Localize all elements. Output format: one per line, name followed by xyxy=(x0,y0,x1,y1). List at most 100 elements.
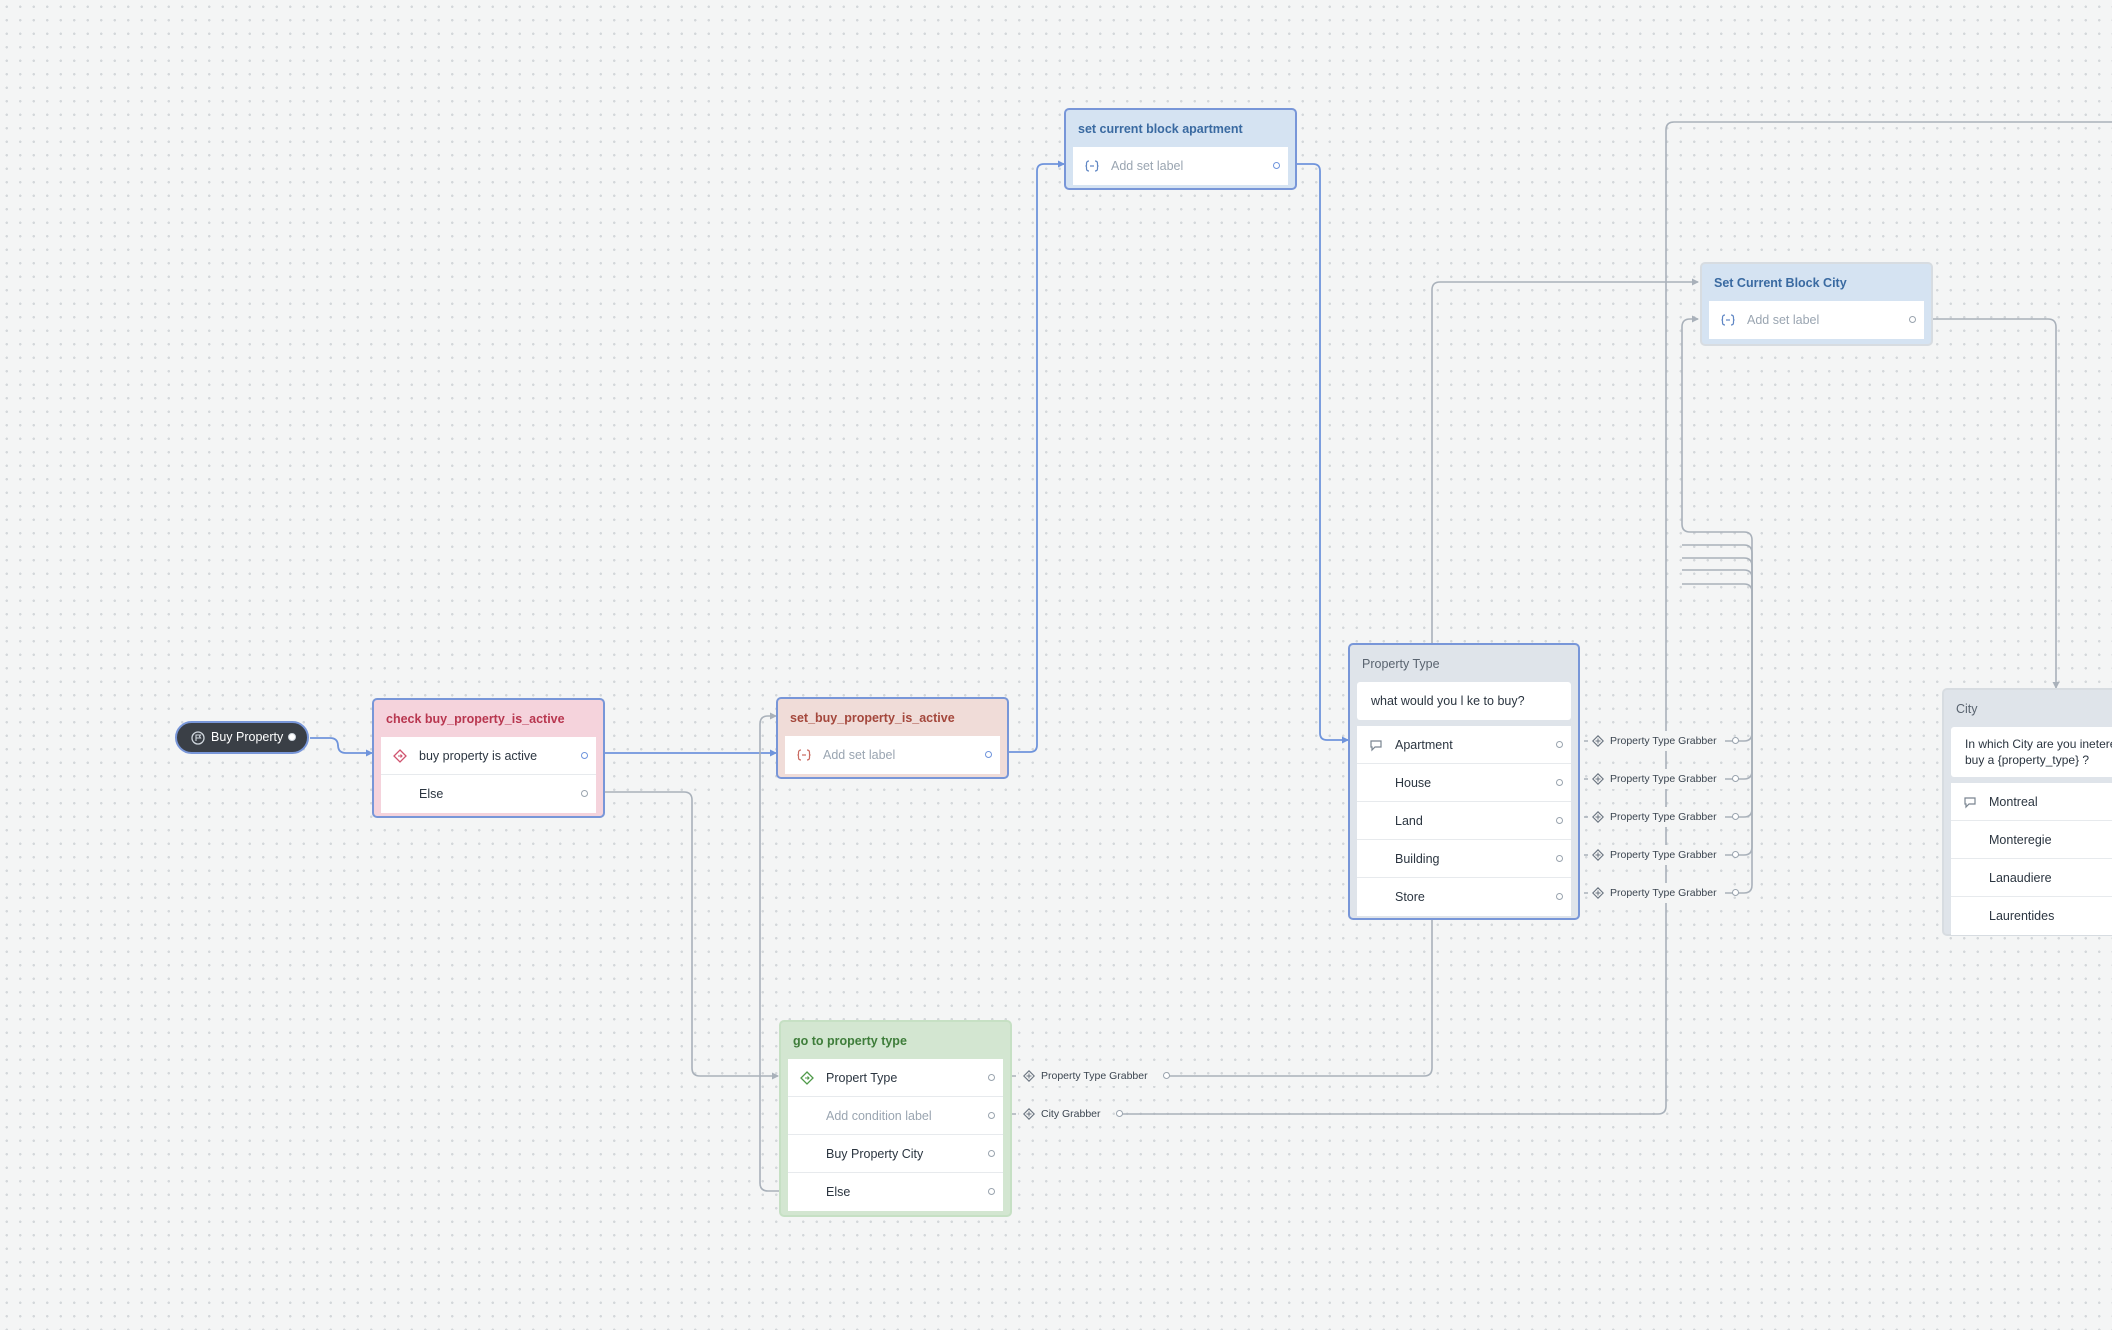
set-label-placeholder: Add set label xyxy=(1747,313,1820,327)
chat-bubble-icon xyxy=(1370,740,1382,752)
property-type-grabber-chip[interactable]: Property Type Grabber xyxy=(1588,845,1739,865)
choice-house[interactable]: House xyxy=(1357,764,1571,802)
question-line-2: buy a {property_type} ? xyxy=(1965,753,2090,767)
question-node-property-type[interactable]: Property Type what would you l ke to buy… xyxy=(1348,643,1580,920)
set-label-row[interactable]: Add set label xyxy=(1709,301,1924,339)
node-title: check buy_property_is_active xyxy=(386,712,565,726)
choice-label: Laurentides xyxy=(1989,909,2055,923)
choice-label: Monteregie xyxy=(1989,833,2052,847)
output-port[interactable] xyxy=(1162,1072,1170,1079)
output-port[interactable] xyxy=(1273,162,1280,169)
node-title: Set Current Block City xyxy=(1714,276,1847,290)
intent-icon xyxy=(1023,1108,1035,1120)
output-port[interactable] xyxy=(581,752,588,759)
choice-list: Apartment House Land Building Store xyxy=(1357,726,1571,916)
else-label: Else xyxy=(419,787,444,801)
intent-icon xyxy=(1592,735,1604,747)
output-port[interactable] xyxy=(1731,737,1739,744)
condition-label: Propert Type xyxy=(826,1071,898,1085)
node-title: Property Type xyxy=(1362,657,1440,671)
choice-land[interactable]: Land xyxy=(1357,802,1571,840)
condition-node-go-to-property-type[interactable]: go to property type Propert Type Add con… xyxy=(779,1020,1012,1217)
flag-icon xyxy=(191,731,205,745)
else-label: Else xyxy=(826,1185,851,1199)
choice-label: Land xyxy=(1395,814,1423,828)
wire-start-to-check xyxy=(310,737,373,757)
condition-row[interactable]: buy property is active xyxy=(381,737,596,775)
property-type-grabber-chip[interactable]: Property Type Grabber xyxy=(1588,731,1739,751)
set-node-current-block-apartment[interactable]: set current block apartment Add set labe… xyxy=(1064,108,1297,190)
output-port[interactable] xyxy=(1556,817,1563,824)
intent-icon xyxy=(1592,887,1604,899)
set-label-row[interactable]: Add set label xyxy=(1073,147,1288,185)
property-type-grabber-chip[interactable]: Property Type Grabber xyxy=(1588,883,1739,903)
variable-icon xyxy=(797,749,811,761)
city-grabber-chip[interactable]: City Grabber xyxy=(1019,1104,1123,1124)
question-message[interactable]: In which City are you ineterest buy a {p… xyxy=(1951,727,2112,777)
choice-lanaudiere[interactable]: Lanaudiere xyxy=(1951,859,2112,897)
wire-set-active-to-set-apartment xyxy=(1000,160,1065,753)
property-type-grabber-chip[interactable]: Property Type Grabber xyxy=(1019,1066,1170,1086)
condition-label: Buy Property City xyxy=(826,1147,924,1161)
choice-building[interactable]: Building xyxy=(1357,840,1571,878)
output-port[interactable] xyxy=(988,1150,995,1157)
choice-montreal[interactable]: Montreal xyxy=(1951,783,2112,821)
else-row[interactable]: Else xyxy=(381,775,596,813)
output-port[interactable] xyxy=(1556,893,1563,900)
chip-label: Property Type Grabber xyxy=(1610,773,1717,785)
condition-row-buy-property-city[interactable]: Buy Property City xyxy=(788,1135,1003,1173)
chip-label: Property Type Grabber xyxy=(1610,811,1717,823)
node-title: go to property type xyxy=(793,1034,907,1048)
set-label-row[interactable]: Add set label xyxy=(785,736,1000,774)
intent-icon xyxy=(1592,773,1604,785)
output-port[interactable] xyxy=(1731,775,1739,782)
chip-label: Property Type Grabber xyxy=(1041,1070,1148,1082)
output-port[interactable] xyxy=(988,1112,995,1119)
output-port[interactable] xyxy=(985,751,992,758)
output-port[interactable] xyxy=(1556,855,1563,862)
start-node-buy-property[interactable]: Buy Property xyxy=(175,721,309,754)
output-port[interactable] xyxy=(1556,779,1563,786)
output-port[interactable] xyxy=(1115,1110,1123,1117)
wire-property-grabber-to-property-type xyxy=(1164,912,1433,1077)
condition-row-propert-type[interactable]: Propert Type xyxy=(788,1059,1003,1097)
output-port[interactable] xyxy=(288,733,296,741)
output-port[interactable] xyxy=(1909,316,1916,323)
node-title: set_buy_property_is_active xyxy=(790,711,955,725)
output-port[interactable] xyxy=(1556,741,1563,748)
output-port[interactable] xyxy=(1731,889,1739,896)
property-type-grabber-chip[interactable]: Property Type Grabber xyxy=(1588,769,1739,789)
choice-laurentides[interactable]: Laurentides xyxy=(1951,897,2112,935)
output-port[interactable] xyxy=(581,790,588,797)
node-title: set current block apartment xyxy=(1078,122,1243,136)
set-node-current-block-city[interactable]: Set Current Block City Add set label xyxy=(1700,262,1933,346)
intent-icon xyxy=(1592,849,1604,861)
output-port[interactable] xyxy=(988,1074,995,1081)
condition-node-check-active[interactable]: check buy_property_is_active buy propert… xyxy=(372,698,605,818)
condition-label-placeholder: Add condition label xyxy=(826,1109,932,1123)
choice-label: House xyxy=(1395,776,1432,790)
intent-icon xyxy=(1023,1070,1035,1082)
wire-set-city-to-city xyxy=(1922,318,2060,689)
output-port[interactable] xyxy=(1731,851,1739,858)
wire-set-apartment-to-property-type xyxy=(1290,163,1349,744)
intent-icon xyxy=(1592,811,1604,823)
choice-monteregie[interactable]: Monteregie xyxy=(1951,821,2112,859)
property-type-grabber-chip[interactable]: Property Type Grabber xyxy=(1588,807,1739,827)
output-port[interactable] xyxy=(988,1188,995,1195)
question-node-city[interactable]: City In which City are you ineterest buy… xyxy=(1942,688,2112,936)
condition-row-placeholder[interactable]: Add condition label xyxy=(788,1097,1003,1135)
choice-list: Montreal Monteregie Lanaudiere Laurentid… xyxy=(1951,783,2112,935)
chip-label: City Grabber xyxy=(1041,1108,1101,1120)
choice-apartment[interactable]: Apartment xyxy=(1357,726,1571,764)
question-message[interactable]: what would you l ke to buy? xyxy=(1357,682,1571,720)
wire-city-grabber-route xyxy=(1120,121,2112,1115)
set-label-placeholder: Add set label xyxy=(1111,159,1184,173)
else-row[interactable]: Else xyxy=(788,1173,1003,1211)
choice-store[interactable]: Store xyxy=(1357,878,1571,916)
output-port[interactable] xyxy=(1731,813,1739,820)
set-node-buy-property-active[interactable]: set_buy_property_is_active Add set label xyxy=(776,697,1009,779)
set-label-placeholder: Add set label xyxy=(823,748,896,762)
